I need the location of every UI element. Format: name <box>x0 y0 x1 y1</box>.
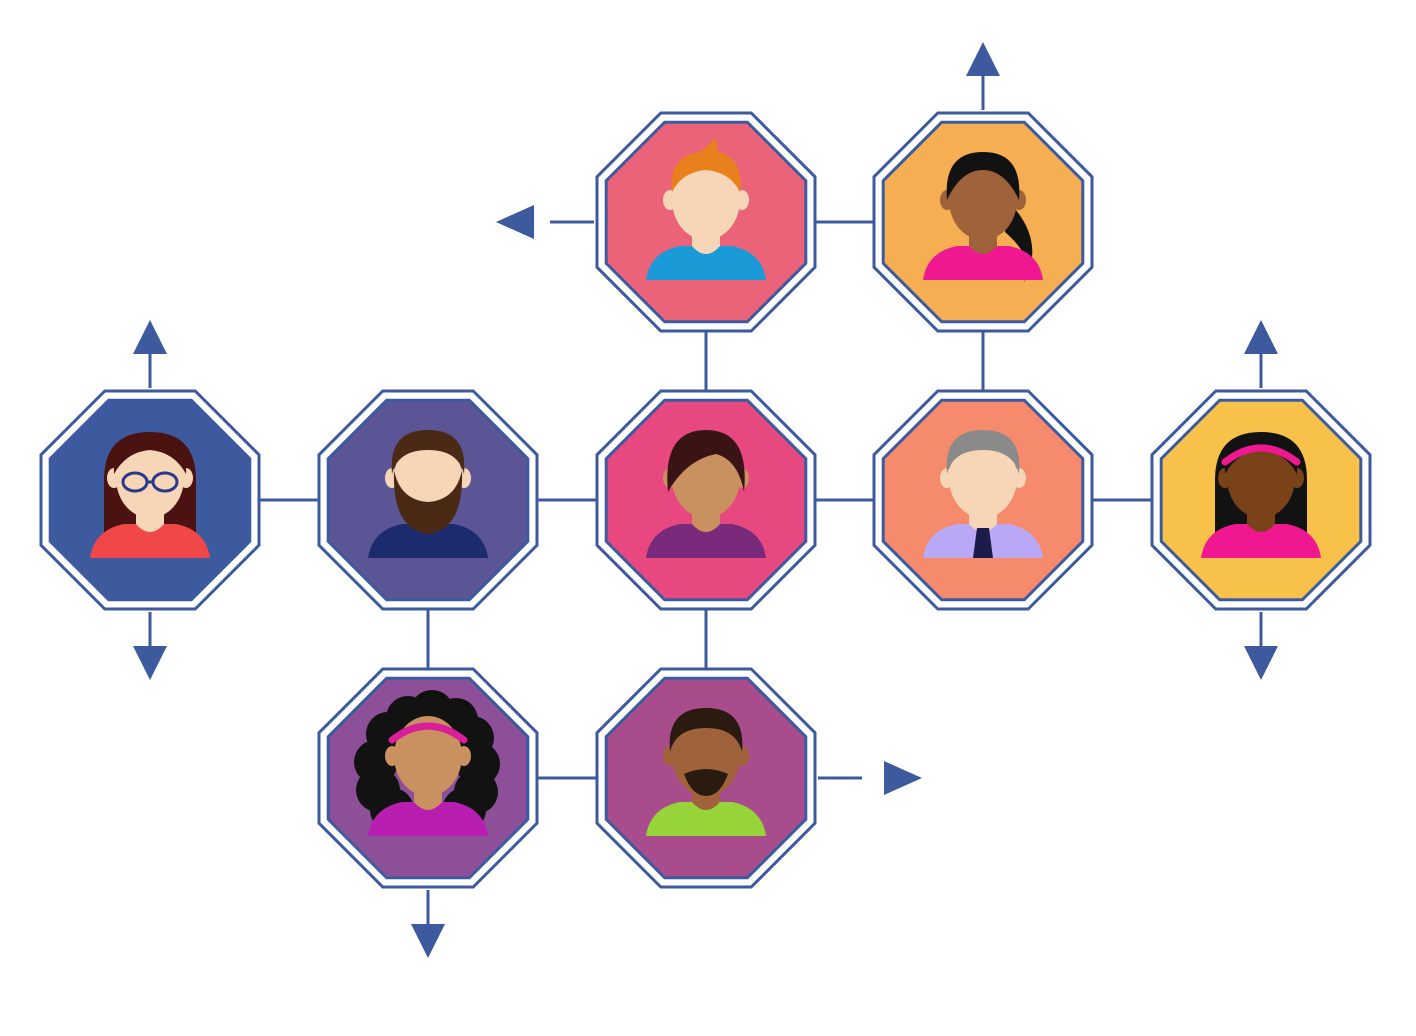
node-woman-headband <box>1150 389 1372 611</box>
arrow-head <box>133 646 167 680</box>
node-woman-curly <box>317 667 539 889</box>
shirt <box>368 524 488 558</box>
hair-top <box>946 152 1020 200</box>
avatar-woman-glasses <box>90 432 210 558</box>
hair-top <box>667 430 745 492</box>
face <box>116 438 184 518</box>
face <box>672 160 740 240</box>
arrow-head <box>1244 646 1278 680</box>
shirt <box>646 246 766 280</box>
arrow-up <box>966 42 1000 110</box>
shirt <box>1201 524 1321 558</box>
avatar-woman-curly <box>354 690 500 836</box>
hair-top <box>946 430 1020 474</box>
hair-top <box>391 430 465 474</box>
arrow-head <box>133 320 167 354</box>
face <box>949 160 1017 240</box>
avatar-woman-headband <box>1201 432 1321 558</box>
headband <box>1221 444 1301 466</box>
goatee <box>684 769 728 796</box>
arrow-down <box>133 612 167 680</box>
node-man-redhead <box>595 111 817 333</box>
avatar-man-redhead <box>646 138 766 280</box>
arrow-down <box>411 890 445 958</box>
tie <box>973 528 993 558</box>
node-man-beard <box>317 389 539 611</box>
node-man-gray <box>872 389 1094 611</box>
hair-top <box>669 708 743 752</box>
beard <box>393 470 463 534</box>
shirt <box>923 246 1043 280</box>
headband <box>388 722 468 744</box>
hair-top <box>1224 436 1298 474</box>
node-woman-ponytail <box>872 111 1094 333</box>
face <box>1227 438 1295 518</box>
ponytail <box>1005 202 1033 284</box>
arrow-head <box>966 42 1000 76</box>
avatar-woman-center <box>646 430 766 558</box>
hair-top <box>113 436 187 474</box>
shirt <box>368 802 488 836</box>
arrow-head <box>411 924 445 958</box>
node-woman-center <box>595 389 817 611</box>
arrow-head <box>496 205 534 239</box>
avatar-woman-ponytail <box>923 152 1043 284</box>
arrow-head <box>1244 320 1278 354</box>
arrow-right <box>818 761 922 795</box>
avatar-man-goatee <box>646 708 766 836</box>
arrow-left <box>496 205 594 239</box>
shirt <box>646 524 766 558</box>
shirt <box>646 802 766 836</box>
avatar-man-gray <box>923 430 1043 558</box>
face <box>394 716 462 796</box>
arrow-up <box>1244 320 1278 388</box>
node-woman-glasses <box>39 389 261 611</box>
avatar-man-beard <box>368 430 488 558</box>
face <box>949 438 1017 518</box>
arrow-head <box>884 761 922 795</box>
arrow-up <box>133 320 167 388</box>
shirt <box>90 524 210 558</box>
node-man-goatee <box>595 667 817 889</box>
nodes <box>39 111 1372 889</box>
arrow-down <box>1244 612 1278 680</box>
arrows <box>133 42 1278 958</box>
hair-top <box>671 138 741 192</box>
